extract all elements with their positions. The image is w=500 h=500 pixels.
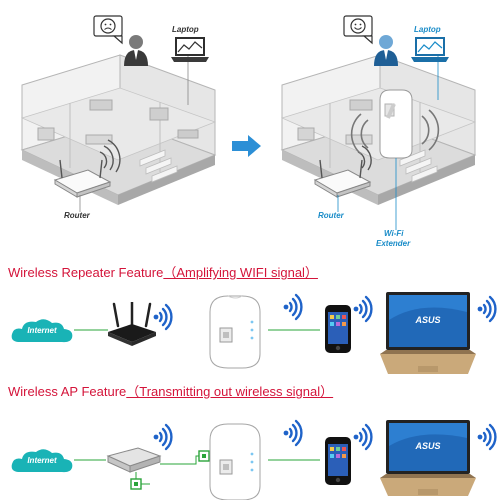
wifi-extender-device xyxy=(198,420,270,500)
wifi-signal-icon xyxy=(476,423,497,451)
laptop-brand-label: ASUS xyxy=(415,315,441,325)
repeater-links xyxy=(74,329,320,331)
repeater-subtitle-text: （Amplifying WIFI signal） xyxy=(163,265,318,280)
house-cutaway-before xyxy=(20,40,217,212)
internet-label: Internet xyxy=(27,326,57,335)
laptop-label: Laptop xyxy=(414,25,441,34)
extender-signal-arcs xyxy=(350,109,440,155)
extender-label-line1: Wi-Fi xyxy=(384,229,404,238)
internet-cloud-icon: Internet xyxy=(10,318,74,344)
user-figure xyxy=(92,14,152,66)
right-arrow-icon xyxy=(232,134,262,158)
router-label: Router xyxy=(64,211,90,220)
repeater-title-text: Wireless Repeater Feature xyxy=(8,265,164,280)
internet-cloud-icon: Internet xyxy=(10,448,74,474)
ap-subtitle-text: （Transmitting out wireless signal） xyxy=(126,384,334,399)
router-label: Router xyxy=(318,211,344,220)
wifi-signal-icon xyxy=(282,293,303,321)
router-device xyxy=(313,159,372,198)
wifi-extender-device xyxy=(379,89,413,159)
ap-diagram: Internet xyxy=(0,400,500,500)
user-figure xyxy=(342,14,402,66)
wifi-signal-icon xyxy=(152,303,173,331)
before-scene: Laptop Router xyxy=(0,0,240,230)
smartphone-device xyxy=(324,436,352,486)
laptop-device xyxy=(410,36,450,64)
after-scene: Laptop Router Wi-Fi Extender xyxy=(262,0,500,250)
person-icon xyxy=(124,35,148,66)
internet-label: Internet xyxy=(27,456,57,465)
smartphone-device xyxy=(324,304,352,354)
laptop-device xyxy=(170,36,210,64)
repeater-diagram: Internet xyxy=(0,282,500,380)
extender-label-line2: Extender xyxy=(376,239,411,248)
wifi-signal-icon xyxy=(282,419,303,447)
router-device xyxy=(53,159,112,198)
wifi-signal-icon xyxy=(476,295,497,323)
laptop-device: ASUS xyxy=(380,418,476,498)
wifi-signal-icon xyxy=(352,295,373,323)
repeater-feature-title: Wireless Repeater Feature（Amplifying WIF… xyxy=(8,262,318,281)
wifi-signal-icon xyxy=(352,423,373,451)
person-icon xyxy=(374,35,398,66)
ethernet-plug-icon xyxy=(128,476,144,492)
ethernet-plug-icon xyxy=(196,448,212,464)
laptop-label: Laptop xyxy=(172,25,199,34)
laptop-device: ASUS xyxy=(380,290,476,376)
laptop-brand-label: ASUS xyxy=(415,441,441,451)
wifi-signal-icon xyxy=(152,423,173,451)
ap-feature-title: Wireless AP Feature（Transmitting out wir… xyxy=(8,381,333,400)
ap-title-text: Wireless AP Feature xyxy=(8,384,127,399)
wifi-extender-device xyxy=(198,292,270,372)
happy-face-icon xyxy=(350,18,366,34)
router-device xyxy=(106,302,158,346)
modem-device xyxy=(104,444,164,474)
weak-signal-arcs xyxy=(99,139,121,173)
house-cutaway-after xyxy=(280,40,477,230)
sad-face-icon xyxy=(100,18,116,34)
